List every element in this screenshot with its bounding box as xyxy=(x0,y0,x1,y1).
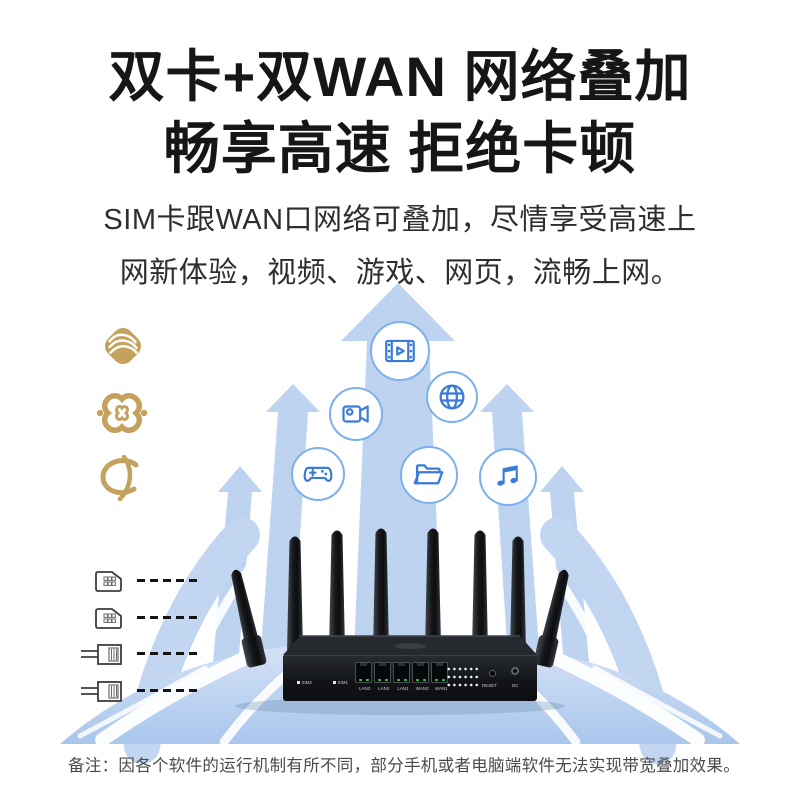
port-label: LAN2 xyxy=(378,686,390,691)
connector-dashed-line xyxy=(137,616,199,619)
china-telecom-logo-icon xyxy=(100,455,139,501)
reset-label: RESET xyxy=(482,683,498,688)
sim-card-icon xyxy=(95,608,122,629)
router-brand-logo xyxy=(394,643,426,649)
china-unicom-logo-icon xyxy=(96,392,148,434)
antenna-icon xyxy=(373,528,389,650)
antenna-icon xyxy=(287,536,303,650)
sim-slot-label-1: SIM1 xyxy=(333,680,348,685)
reset-button xyxy=(489,670,496,677)
ethernet-port xyxy=(393,662,410,683)
subtitle-line-1: SIM卡跟WAN口网络可叠加，尽情享受高速上 xyxy=(103,204,697,236)
china-mobile-logo-icon xyxy=(105,328,141,364)
port-label: WAN2 xyxy=(415,686,429,691)
subtitle-line-2: 网新体验，视频、游戏、网页，流畅上网。 xyxy=(119,257,681,289)
ethernet-port xyxy=(374,662,391,683)
video-camera-icon xyxy=(329,387,383,441)
antenna-icon xyxy=(329,530,345,650)
dc-label: DC xyxy=(512,683,519,688)
connector-dashed-line xyxy=(137,689,199,692)
port-label: WAN1 xyxy=(434,686,448,691)
antenna-icon xyxy=(425,528,441,650)
dc-power-jack xyxy=(511,667,519,675)
antenna-icon xyxy=(510,536,526,650)
port-label: LAN3 xyxy=(358,686,371,691)
port-labels: LAN3 LAN2 LAN1 WAN2 WAN1 xyxy=(355,686,451,691)
connector-dashed-line xyxy=(137,652,199,655)
router-shadow xyxy=(235,697,565,715)
connector-dashed-line xyxy=(137,579,199,582)
sim-card-icon xyxy=(95,571,122,592)
headline-line-2: 畅享高速 拒绝卡顿 xyxy=(163,117,637,180)
port-label: LAN1 xyxy=(397,686,409,691)
headline-line-1: 双卡+双WAN 网络叠加 xyxy=(108,45,692,108)
footnote: 备注：因各个软件的运行机制有所不同，部分手机或者电脑端软件无法实现带宽叠加效果。 xyxy=(68,757,740,775)
ethernet-port xyxy=(355,662,372,683)
antenna-icon xyxy=(472,530,488,650)
sim-indicator-icon xyxy=(333,681,336,684)
film-icon xyxy=(370,321,430,381)
ethernet-plug-icon xyxy=(81,681,122,702)
router-front-panel: SIM2 SIM1 LAN3 LAN2 LAN1 WAN2 WAN1 RESET xyxy=(283,655,537,701)
antenna-icon xyxy=(231,569,267,668)
router-antennas xyxy=(231,528,569,668)
antenna-icon xyxy=(533,569,569,668)
music-icon xyxy=(479,448,537,506)
led-indicator-panel xyxy=(445,664,479,688)
ethernet-port xyxy=(412,662,429,683)
gamepad-icon xyxy=(291,447,345,501)
ethernet-ports xyxy=(355,662,448,683)
sim-slot-label-2: SIM2 xyxy=(297,680,312,685)
folder-icon xyxy=(400,446,458,504)
globe-icon xyxy=(426,371,478,423)
sim-indicator-icon xyxy=(297,681,300,684)
ethernet-plug-icon xyxy=(81,644,122,665)
